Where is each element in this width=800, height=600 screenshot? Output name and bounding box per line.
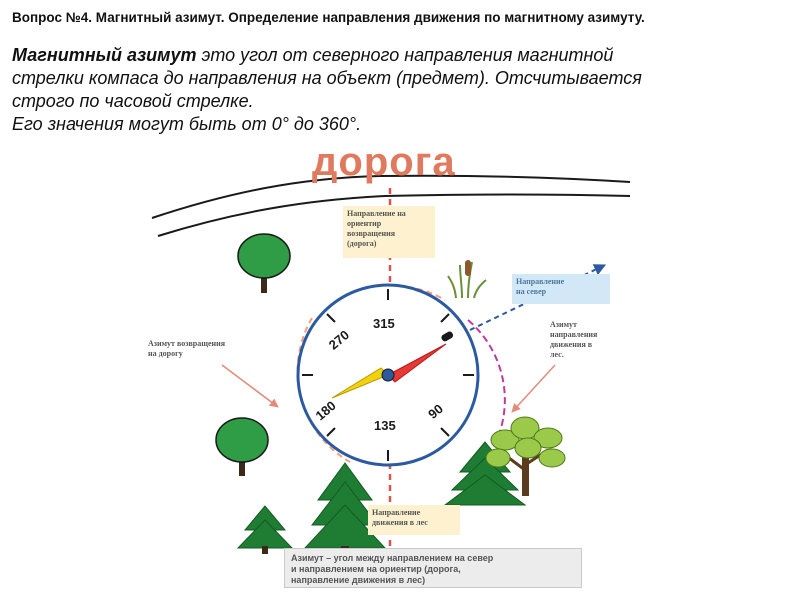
note-return-direction: Направление на ориентир возвращения (дор… [343, 206, 435, 258]
bottom-box-line-2: и направлением на ориентир (дорога, [291, 564, 461, 574]
note-forest-azimuth-line-4: лес. [550, 350, 564, 359]
note-forest-azimuth-line-1: Азимут [550, 320, 577, 329]
conifer-tree-large [303, 462, 387, 554]
note-forest-azimuth-line-3: движения в [550, 340, 593, 349]
needle-pivot [381, 368, 395, 382]
definition-line-3: строго по часовой стрелке. [12, 91, 254, 111]
definition-line-4: Его значения могут быть от 0° до 360°. [12, 114, 362, 134]
definition-line-2: стрелки компаса до направления на объект… [12, 68, 642, 88]
conifer-tree-right [443, 441, 527, 506]
definition-line-1-rest: это угол от северного направления магнит… [196, 45, 614, 65]
note-north-direction: Направление на север [512, 274, 610, 304]
reeds [447, 260, 487, 299]
definition-term: Магнитный азимут [12, 45, 197, 65]
bottom-box-line-1: Азимут – угол между направлением на севе… [291, 553, 494, 563]
note-return-azimuth-line-1: Азимут возвращения [148, 339, 226, 348]
note-return-azimuth-line-2: на дорогу [148, 349, 183, 358]
note-forest-direction: Направление движения в лес [368, 505, 460, 535]
note-return-direction-line-2: ориентир [347, 219, 382, 228]
definition-text: Магнитный азимут это угол от северного н… [12, 44, 792, 136]
return-azimuth-pointer [221, 364, 279, 408]
note-forest-direction-line-1: Направление [372, 508, 421, 517]
note-return-direction-line-1: Направление на [347, 209, 406, 218]
note-return-direction-line-3: возвращения [347, 229, 396, 238]
note-forest-azimuth: Азимут направления движения в лес. [550, 320, 640, 360]
road-label: дорога [312, 140, 456, 184]
note-north-line-1: Направление [516, 277, 565, 286]
road-line-upper [151, 174, 631, 219]
note-forest-direction-line-2: движения в лес [372, 518, 428, 527]
leafy-tree-right [485, 416, 566, 496]
note-return-azimuth: Азимут возвращения на дорогу [148, 339, 273, 359]
road-line-lower [157, 193, 631, 237]
compass-label-135: 135 [374, 418, 396, 433]
note-north-line-2: на север [516, 287, 547, 296]
deciduous-tree-lower [215, 417, 269, 476]
compass: 315 270 90 180 135 [296, 283, 480, 467]
azimuth-definition-box: Азимут – угол между направлением на севе… [284, 548, 582, 588]
compass-front-sight [441, 331, 454, 342]
bottom-box-line-3: направление движения в лес) [291, 575, 426, 585]
note-return-direction-line-4: (дорога) [347, 239, 377, 248]
compass-label-315: 315 [373, 316, 395, 331]
deciduous-tree-upper [237, 233, 291, 293]
slide-title: Вопрос №4. Магнитный азимут. Определение… [12, 10, 645, 25]
note-forest-azimuth-line-2: направления [550, 330, 598, 339]
conifer-tree-small [236, 505, 294, 554]
forest-azimuth-pointer [511, 364, 556, 413]
definition-line-1: Магнитный азимут это угол от северного н… [12, 44, 792, 67]
